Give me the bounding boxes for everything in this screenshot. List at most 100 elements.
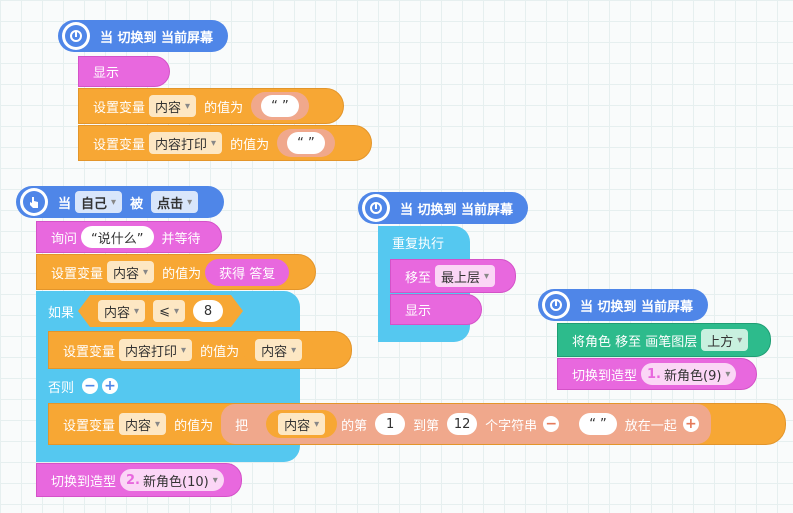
value-label: 的值为 [230,137,270,153]
chevron-down-icon: ▾ [134,305,140,317]
set-var-label: 设置变量 [51,266,104,282]
chevron-down-icon: ▾ [173,305,179,317]
move-to-label: 移至 [405,270,432,286]
switch-costume-label: 切换到造型 [51,474,117,490]
end-index-input[interactable]: 12 [447,413,478,435]
variable-reporter[interactable]: 内容▾ [266,410,338,438]
chevron-down-icon: ▾ [111,196,117,208]
string-wrapper: “ ” [277,129,335,157]
event-label: 当 切换到 当前屏幕 [100,30,214,46]
chevron-down-icon: ▾ [181,344,187,356]
event-hat-switch-screen-2[interactable]: 当 切换到 当前屏幕 [358,192,528,224]
screen-event-icon [362,194,390,222]
number-input[interactable]: 8 [193,300,223,322]
chevron-down-icon: ▾ [185,100,191,112]
string-input[interactable]: “ ” [261,95,299,117]
plus-icon[interactable]: + [682,416,699,432]
show-block-1[interactable]: 显示 [78,56,170,87]
screen-event-icon [62,22,90,50]
switch-costume-block-2[interactable]: 切换到造型 1.新角色(9)▾ [557,358,757,390]
put-together-label: 放在一起 [624,418,677,434]
position-dropdown[interactable]: 上方▾ [701,329,749,351]
event-label: 当 切换到 当前屏幕 [580,299,694,315]
event-hat-switch-screen-1[interactable]: 当 切换到 当前屏幕 [58,20,228,52]
string-wrapper: “ ” [251,92,309,120]
ask-label: 询问 [51,231,78,247]
chevron-down-icon: ▾ [155,418,161,430]
chevron-down-icon: ▾ [737,334,743,346]
value-label: 的值为 [174,418,214,434]
ask-and-wait-block[interactable]: 询问 “说什么” 并等待 [36,221,222,253]
chevron-down-icon: ▾ [212,474,218,486]
chevron-down-icon: ▾ [187,196,193,208]
else-header: 否则 − + [36,371,120,401]
chevron-down-icon: ▾ [143,266,149,278]
string-input[interactable]: “ ” [287,132,325,154]
compare-condition[interactable]: 内容▾ ⩽▾ 8 [78,295,243,327]
else-label: 否则 [48,380,75,396]
if-header: 如果 内容▾ ⩽▾ 8 [36,291,247,331]
clicked-label: 被 [130,196,144,212]
variable-dropdown[interactable]: 内容▾ [107,261,155,283]
variable-dropdown[interactable]: 内容▾ [278,413,326,435]
switch-costume-label: 切换到造型 [572,368,638,384]
minus-icon[interactable]: − [543,416,560,432]
repeat-header: 重复执行 [378,226,444,258]
chars-label: 个字符串 [485,418,538,434]
move-to-pen-layer-block[interactable]: 将角色 移至 画笔图层 上方▾ [557,323,771,357]
variable-dropdown[interactable]: 内容打印▾ [119,339,193,361]
costume-dropdown[interactable]: 1.新角色(9)▾ [641,363,737,385]
set-variable-block-2[interactable]: 设置变量 内容打印▾ 的值为 “ ” [78,125,372,161]
move-role-label: 将角色 移至 画笔图层 [572,334,698,350]
chevron-down-icon: ▾ [291,344,297,356]
set-var-label: 设置变量 [63,344,116,360]
if-label: 如果 [48,305,75,321]
event-hat-switch-screen-3[interactable]: 当 切换到 当前屏幕 [538,289,708,321]
set-variable-block-1[interactable]: 设置变量 内容▾ 的值为 “ ” [78,88,344,124]
variable-dropdown[interactable]: 内容▾ [149,95,197,117]
show-label: 显示 [405,304,432,319]
to-nth-label: 到第 [413,418,440,434]
chevron-down-icon: ▾ [725,368,731,380]
action-dropdown[interactable]: 点击▾ [151,191,199,213]
operator-dropdown[interactable]: ⩽▾ [153,300,185,322]
chevron-down-icon: ▾ [484,270,490,282]
and-wait-label: 并等待 [161,231,201,247]
set-var-label: 设置变量 [93,100,146,116]
minus-icon[interactable]: − [82,378,99,394]
show-block-2[interactable]: 显示 [390,294,482,325]
value-label: 的值为 [162,266,202,282]
chevron-down-icon: ▾ [211,137,217,149]
set-variable-print-block[interactable]: 设置变量 内容打印▾ 的值为 内容▾ [48,331,352,369]
string-input[interactable]: “ ” [579,413,617,435]
join-take-label: 把 [235,418,249,434]
set-variable-answer-block[interactable]: 设置变量 内容▾ 的值为 获得 答复 [36,254,316,290]
ask-text-input[interactable]: “说什么” [81,226,154,248]
screen-event-icon [542,291,570,319]
plus-icon[interactable]: + [102,378,119,394]
repeat-label: 重复执行 [392,236,445,252]
variable-dropdown[interactable]: 内容▾ [119,413,167,435]
value-label: 的值为 [200,344,240,360]
layer-dropdown[interactable]: 最上层▾ [435,265,496,287]
start-index-input[interactable]: 1 [375,413,406,435]
switch-costume-block-1[interactable]: 切换到造型 2.新角色(10)▾ [36,463,242,497]
nth-label: 的第 [341,418,368,434]
join-reporter[interactable]: 把 内容▾ 的第 1 到第 12 个字符串 − “ ” 放在一起 + [221,404,711,444]
move-to-layer-block[interactable]: 移至 最上层▾ [390,259,516,293]
sprite-dropdown[interactable]: 自己▾ [75,191,123,213]
costume-dropdown[interactable]: 2.新角色(10)▾ [120,469,224,491]
variable-reporter[interactable]: 内容▾ [243,336,315,364]
chevron-down-icon: ▾ [314,418,320,430]
get-answer-reporter[interactable]: 获得 答复 [205,258,290,286]
event-hat-clicked[interactable]: 当 自己▾ 被 点击▾ [16,186,224,218]
substring-reporter[interactable]: 内容▾ 的第 1 到第 12 个字符串 − [256,407,572,441]
value-label: 的值为 [204,100,244,116]
variable-dropdown[interactable]: 内容▾ [98,300,145,322]
set-var-label: 设置变量 [63,418,116,434]
event-label: 当 切换到 当前屏幕 [400,202,514,218]
variable-dropdown[interactable]: 内容打印▾ [149,132,223,154]
set-variable-join-block[interactable]: 设置变量 内容▾ 的值为 把 内容▾ 的第 1 到第 12 个字符串 − “ ”… [48,403,786,445]
show-label: 显示 [93,66,120,81]
variable-dropdown[interactable]: 内容▾ [255,339,303,361]
